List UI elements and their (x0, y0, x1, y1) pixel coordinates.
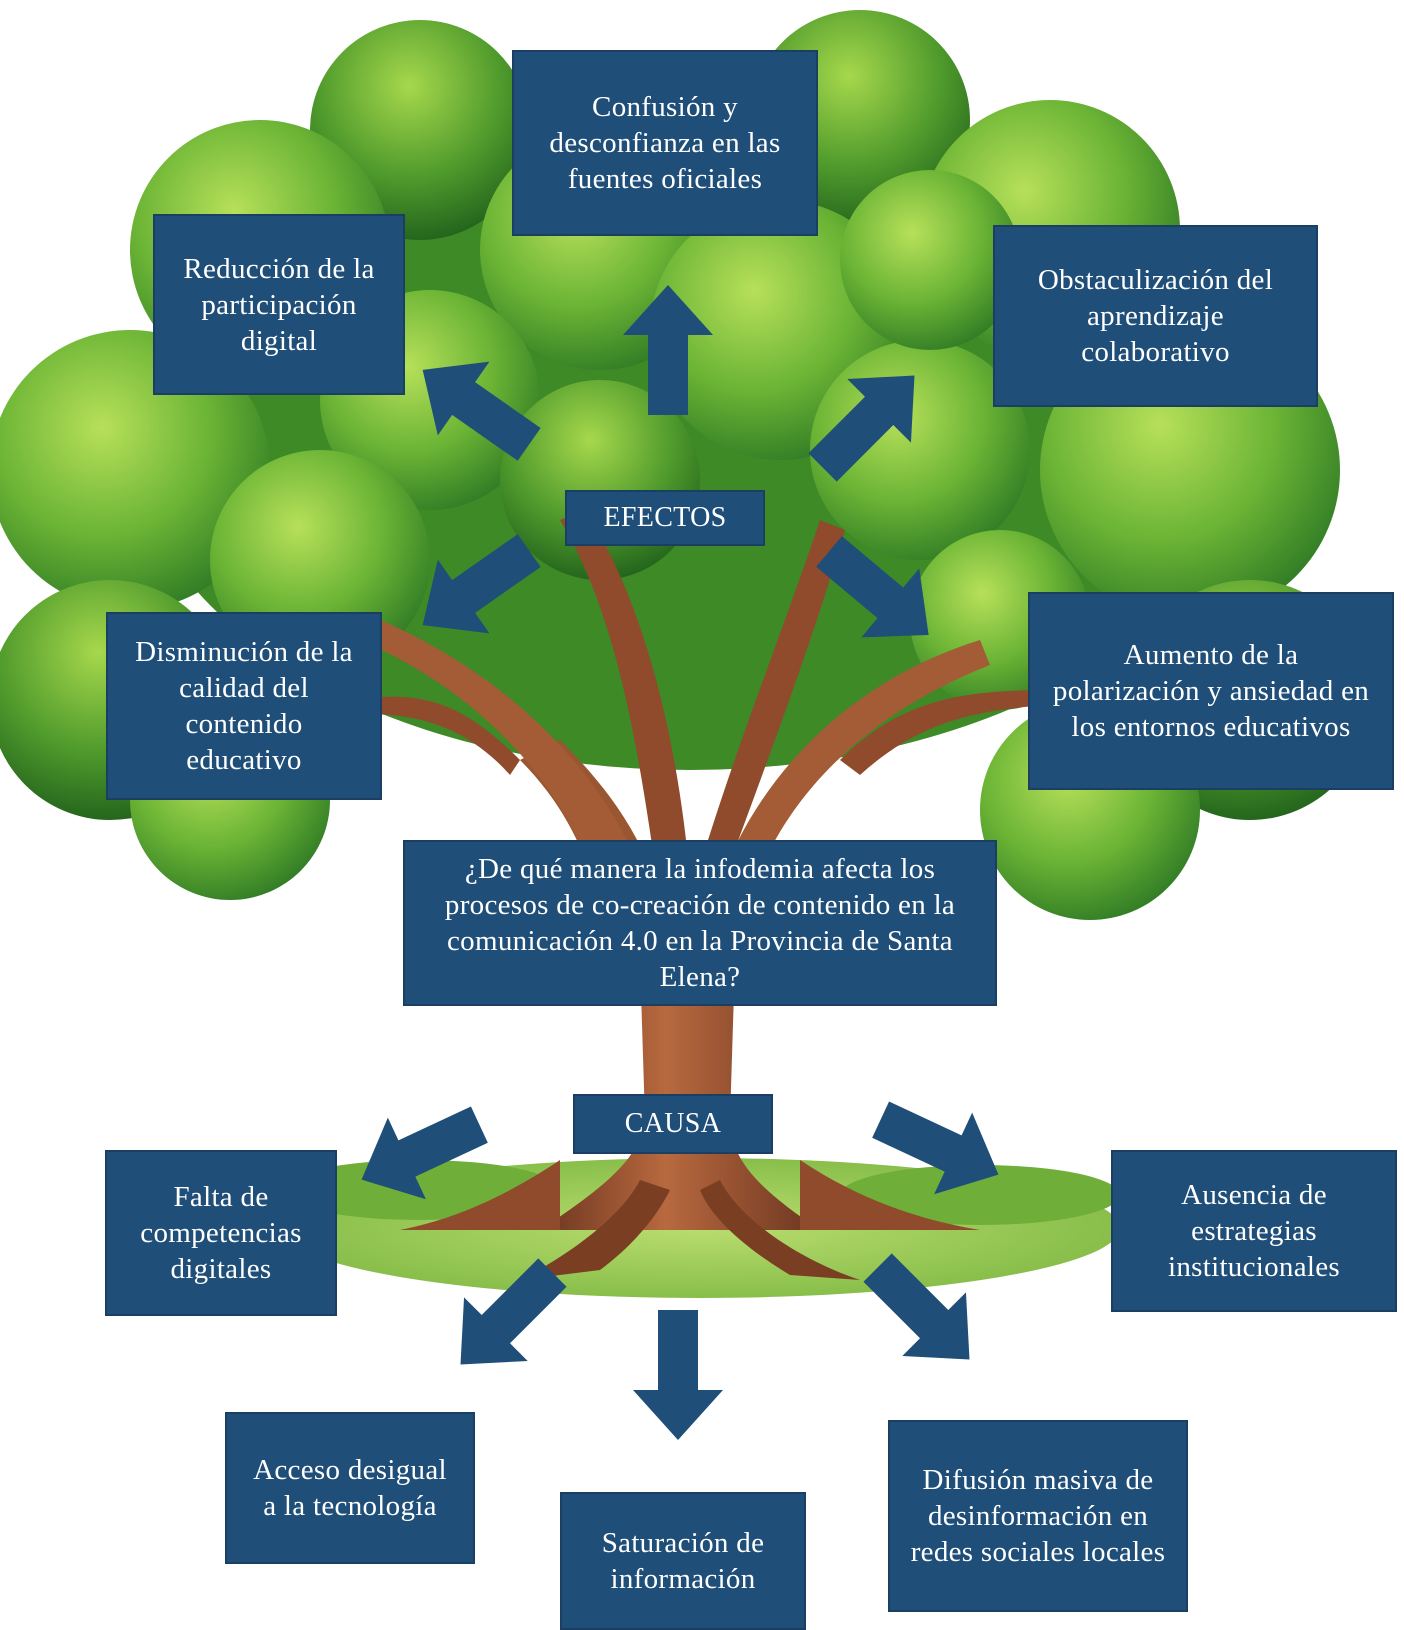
cause-arrow-down-left (460, 1258, 567, 1365)
cause-competencies-box: Falta de competencias digitales (105, 1150, 337, 1316)
cause-competencies-text: Falta de competencias digitales (140, 1181, 302, 1285)
central-question-text: ¿De qué manera la infodemia afecta los p… (444, 853, 956, 993)
cause-diffusion-text: Difusión masiva de desinformación en red… (910, 1464, 1166, 1568)
effect-polarization-box: Aumento de la polarización y ansiedad en… (1028, 592, 1394, 790)
cause-access-box: Acceso desigual a la tecnología (225, 1412, 475, 1564)
cause-label-box: CAUSA (573, 1094, 773, 1154)
cause-strategies-box: Ausencia de estrategias institucionales (1111, 1150, 1397, 1312)
cause-label: CAUSA (624, 1108, 722, 1139)
arrow-down-left (422, 534, 541, 634)
effect-quality-box: Disminución de la calidad del contenido … (106, 612, 382, 800)
cause-access-text: Acceso desigual a la tecnología (253, 1454, 447, 1522)
arrow-up-right (808, 375, 915, 482)
effect-learning-box: Obstaculización del aprendizaje colabora… (993, 225, 1318, 407)
effect-participation-box: Reducción de la participación digital (153, 214, 405, 395)
cause-arrow-left (361, 1106, 488, 1200)
effect-participation-text: Reducción de la participación digital (183, 252, 375, 357)
tree-canopy (0, 10, 1370, 920)
effect-confusion-text: Confusión y desconfianza en las fuentes … (549, 91, 781, 195)
cause-diffusion-box: Difusión masiva de desinformación en red… (888, 1420, 1188, 1612)
cause-arrow-down (633, 1310, 723, 1440)
effect-confusion-box: Confusión y desconfianza en las fuentes … (512, 50, 818, 236)
cause-strategies-text: Ausencia de estrategias institucionales (1167, 1179, 1341, 1283)
effects-label-box: EFECTOS (565, 490, 765, 546)
cause-arrow-down-right (863, 1253, 970, 1360)
effects-label: EFECTOS (603, 502, 727, 533)
cause-saturation-text: Saturación de información (601, 1527, 765, 1595)
arrow-up (623, 285, 713, 415)
cause-arrow-right (872, 1101, 999, 1195)
effect-polarization-text: Aumento de la polarización y ansiedad en… (1052, 639, 1370, 743)
cause-saturation-box: Saturación de información (560, 1492, 806, 1630)
central-question-box: ¿De qué manera la infodemia afecta los p… (403, 840, 997, 1006)
effect-quality-text: Disminución de la calidad del contenido … (135, 636, 353, 776)
effect-learning-text: Obstaculización del aprendizaje colabora… (1037, 264, 1274, 368)
arrow-up-left (422, 361, 541, 461)
arrow-down-right (816, 536, 929, 638)
